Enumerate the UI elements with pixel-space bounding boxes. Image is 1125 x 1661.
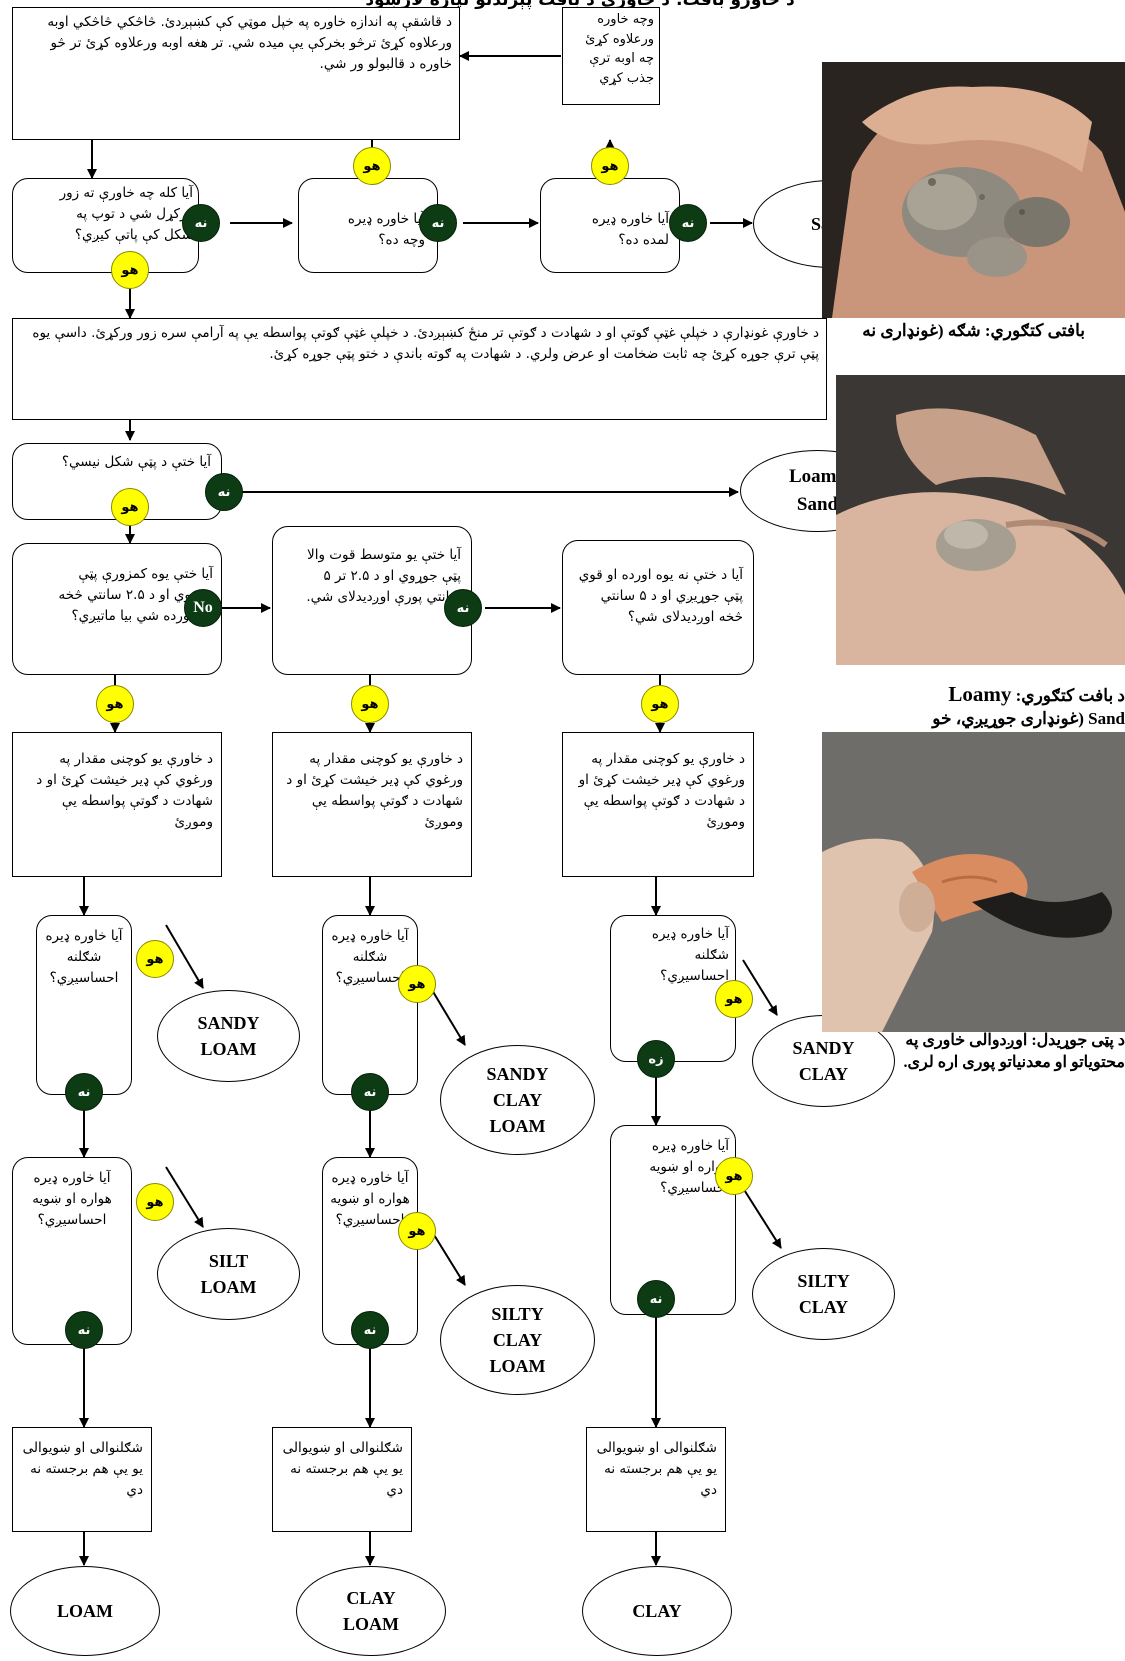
neither-box-3: شګلنوالی او ښویوالی یو یې هم برجسته نه د…: [586, 1427, 726, 1532]
no-badge: نه: [637, 1280, 675, 1318]
result-silt-loam-line2: LOAM: [200, 1277, 257, 1297]
sand-caption: بافتی کتګوري: شګه (غونډاری نه: [862, 321, 1085, 340]
question-gritty-box-2: آیا خاوره ډیره شګلنه احساسیږي؟: [322, 915, 418, 1095]
arrow: [742, 959, 778, 1016]
no-badge: نه: [419, 204, 457, 242]
result-loam-label: LOAM: [57, 1600, 113, 1621]
question-medium-ribbon-box: آیا ختې یو متوسط قوت والا پټې جوړوي او د…: [272, 526, 472, 675]
no-badge: نه: [65, 1073, 103, 1111]
result-sandy-clay-loam-line3: LOAM: [489, 1116, 546, 1137]
yes-badge: هو: [111, 488, 149, 526]
question-strong-ribbon-box: آیا د ختې نه یوه اورده او قوي پټې جوړیږي…: [562, 540, 754, 675]
yes-badge: هو: [351, 685, 389, 723]
yes-badge: هو: [715, 980, 753, 1018]
result-silt-loam-line1: SILT: [208, 1250, 249, 1271]
loamy-sand-caption-part2: Sand (غونډاری جوړیږي، خو: [932, 709, 1125, 729]
hand-with-loamy-sand-image: [836, 375, 1125, 665]
arrow: [165, 1166, 204, 1228]
loamy-sand-caption: د بافت کتګوري: Loamy Sand (غونډاری جوړیږ…: [792, 680, 1125, 736]
question-too-wet-box: آیا خاوره ډیره لمده ده؟: [540, 178, 680, 273]
sand-hand-photo: [822, 62, 1125, 318]
result-loam: LOAM: [10, 1566, 160, 1656]
no-badge: نه: [444, 589, 482, 627]
yes-badge: هو: [111, 251, 149, 289]
result-clay-loam: CLAY LOAM: [296, 1566, 446, 1656]
result-sandy-clay-line2: CLAY: [798, 1064, 849, 1084]
no-badge: نه: [351, 1311, 389, 1349]
no-badge-english: No: [184, 589, 222, 627]
page-title: د خاورو بافت: د خاورې د بافت پېژندلو لپا…: [365, 0, 795, 10]
neither-box-1: شګلنوالی او ښویوالی یو یې هم برجسته نه د…: [12, 1427, 152, 1532]
result-sandy-clay-loam-line1: SANDY: [486, 1063, 549, 1084]
result-clay-loam-line2: LOAM: [343, 1614, 399, 1634]
yes-badge: هو: [136, 1183, 174, 1221]
result-loamy-sand-line2: Sand: [796, 494, 839, 515]
result-clay-loam-line1: CLAY: [346, 1587, 396, 1608]
wet-instruction-box-3: د خاورې یو کوچنی مقدار په ورغوي کې ډیر خ…: [562, 732, 754, 877]
wet-instruction-box-2: د خاورې یو کوچنی مقدار په ورغوي کې ډیر خ…: [272, 732, 472, 877]
result-silty-clay-line1: SILTY: [797, 1270, 850, 1291]
no-badge: نه: [669, 204, 707, 242]
hand-with-clay-ribbon-image: [822, 732, 1125, 1032]
yes-badge: هو: [641, 685, 679, 723]
loamy-sand-caption-english: Loamy: [948, 682, 1012, 706]
question-too-dry-box: آیا خاوره ډیره وچه ده؟: [298, 178, 438, 273]
result-silt-loam: SILT LOAM: [157, 1228, 300, 1320]
arrow: [742, 1187, 782, 1249]
clay-ribbon-hand-photo: [822, 732, 1125, 1032]
question-smooth-box-3: آیا خاوره ډیره هواره او ښویه احساسیږي؟: [610, 1125, 736, 1315]
result-silty-clay: SILTY CLAY: [752, 1248, 895, 1340]
loamy-sand-hand-photo: [836, 375, 1125, 665]
yes-badge: هو: [353, 147, 391, 185]
result-sandy-loam: SANDY LOAM: [157, 990, 300, 1082]
yes-badge: هو: [96, 685, 134, 723]
result-clay: CLAY: [582, 1566, 732, 1656]
result-silty-clay-line2: CLAY: [798, 1297, 849, 1317]
result-sandy-loam-line1: SANDY: [197, 1012, 260, 1033]
yes-badge: هو: [136, 940, 174, 978]
no-badge: نه: [205, 473, 243, 511]
result-silty-clay-loam-line2: CLAY: [492, 1329, 543, 1350]
no-badge-alt: زه: [637, 1040, 675, 1078]
hand-with-sand-image: [822, 62, 1125, 318]
arrow: [165, 924, 204, 989]
clay-ribbon-caption: د پټی جوړیدل: اوږدوالی خاوری په محتویاتو…: [903, 1032, 1125, 1071]
yes-badge: هو: [398, 965, 436, 1003]
no-badge: نه: [182, 204, 220, 242]
result-loamy-sand-line1: Loamy: [789, 466, 846, 488]
question-ball-box: آیا کله چه خاورې ته زور ورکړل شي د توپ پ…: [12, 178, 199, 273]
result-silty-clay-loam-line1: SILTY: [491, 1303, 544, 1324]
neither-box-2: شګلنوالی او ښویوالی یو یې هم برجسته نه د…: [272, 1427, 412, 1532]
add-dry-soil-box: وچه خاوره ورعلاوه کړئ چه اوبه ترې جذب کړ…: [562, 7, 660, 105]
loamy-sand-caption-part1: د بافت کتګوري:: [1015, 686, 1125, 705]
no-badge: نه: [65, 1311, 103, 1349]
question-gritty-box-1: آیا خاوره ډیره شګلنه احساسیږي؟: [36, 915, 132, 1095]
result-sandy-loam-line2: LOAM: [200, 1039, 257, 1059]
top-instructions-box: د قاشقې په اندازه خاوره په خپل موټي کې ک…: [12, 7, 460, 140]
result-silty-clay-loam-line3: LOAM: [489, 1356, 546, 1377]
result-sandy-clay-line1: SANDY: [792, 1037, 855, 1058]
result-silty-clay-loam: SILTY CLAY LOAM: [440, 1285, 595, 1395]
result-sandy-clay-loam: SANDY CLAY LOAM: [440, 1045, 595, 1155]
yes-badge: هو: [715, 1157, 753, 1195]
yes-badge: هو: [398, 1212, 436, 1250]
result-sandy-clay-loam-line2: CLAY: [492, 1089, 543, 1110]
ribbon-instructions-box: د خاورې غونډارې د خپلې غټې ګوتې او د شها…: [12, 318, 827, 420]
no-badge: نه: [351, 1073, 389, 1111]
result-clay-label: CLAY: [632, 1600, 682, 1621]
yes-badge: هو: [591, 147, 629, 185]
wet-instruction-box-1: د خاورې یو کوچنی مقدار په ورغوي کې ډیر خ…: [12, 732, 222, 877]
